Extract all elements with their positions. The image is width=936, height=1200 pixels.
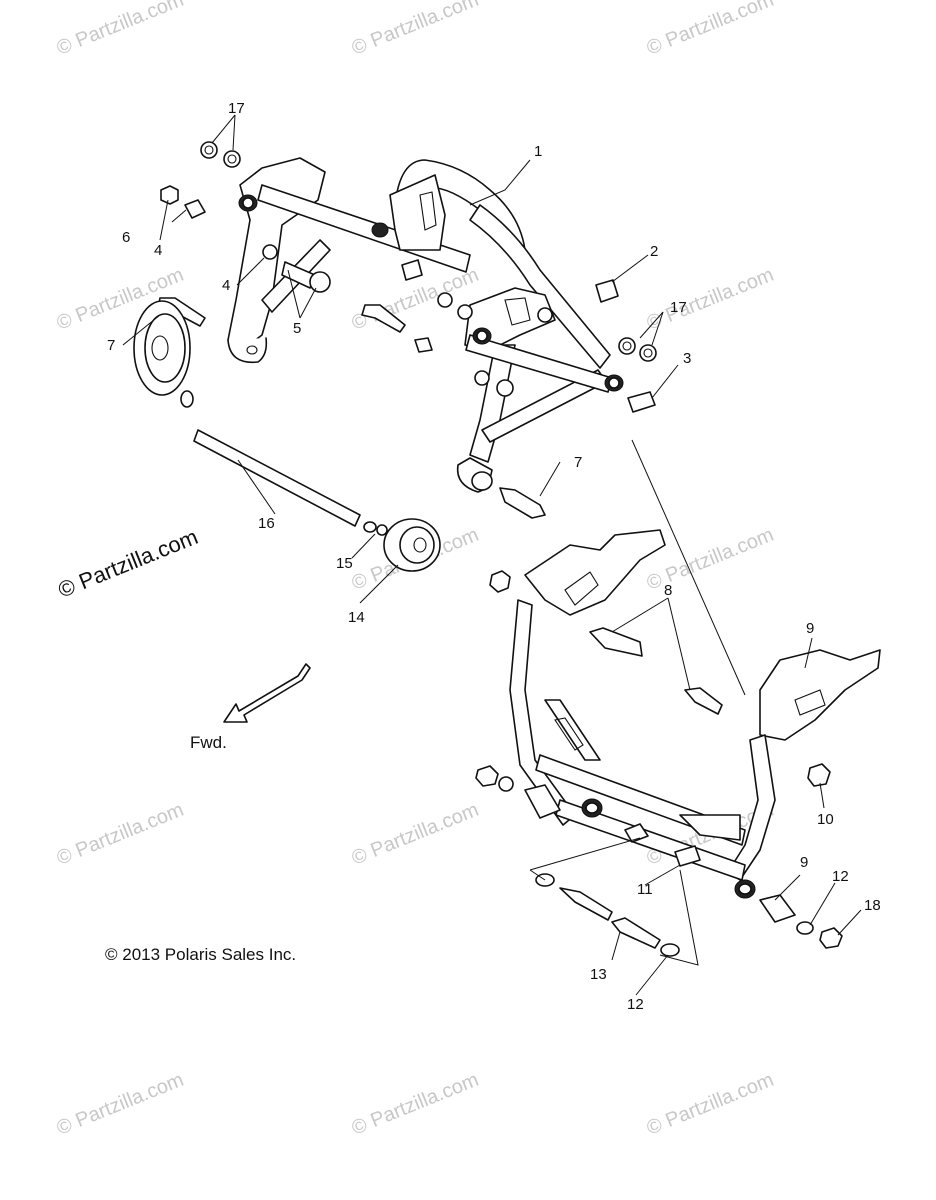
callout-12: 12 bbox=[627, 996, 644, 1013]
watermark: © Partzilla.com bbox=[644, 0, 777, 60]
watermark: © Partzilla.com bbox=[54, 0, 187, 60]
svg-text:© Partzilla.com: © Partzilla.com bbox=[349, 0, 482, 60]
callout-9: 9 bbox=[806, 620, 814, 637]
svg-text:© Partzilla.com: © Partzilla.com bbox=[349, 1069, 482, 1140]
direction-label: Fwd. bbox=[190, 733, 227, 752]
callout-2: 2 bbox=[650, 243, 658, 260]
featured-watermark: © Partzilla.com bbox=[55, 524, 202, 603]
callout-10: 10 bbox=[817, 811, 834, 828]
watermark: © Partzilla.com bbox=[349, 0, 482, 60]
callout-7: 7 bbox=[107, 337, 115, 354]
lower-hardware bbox=[475, 570, 843, 957]
callout-1: 1 bbox=[534, 143, 542, 160]
copyright-text: © 2013 Polaris Sales Inc. bbox=[105, 945, 296, 964]
callout-4: 4 bbox=[222, 277, 230, 294]
callout-18: 18 bbox=[864, 897, 881, 914]
callout-4: 4 bbox=[154, 242, 162, 259]
svg-text:© Partzilla.com: © Partzilla.com bbox=[54, 0, 187, 60]
watermark: © Partzilla.com bbox=[644, 264, 777, 335]
idler-wheel-assembly[interactable] bbox=[133, 300, 441, 572]
svg-text:© Partzilla.com: © Partzilla.com bbox=[54, 1069, 187, 1140]
callout-16: 16 bbox=[258, 515, 275, 532]
callout-5: 5 bbox=[293, 320, 301, 337]
leader-line bbox=[631, 439, 746, 696]
watermark: © Partzilla.com bbox=[54, 1069, 187, 1140]
watermark: © Partzilla.com bbox=[54, 799, 187, 870]
callout-7: 7 bbox=[574, 454, 582, 471]
callout-labels: 1 2 3 4 4 5 6 7 7 8 9 9 10 11 12 12 13 1… bbox=[107, 100, 881, 1013]
forward-arrow-icon bbox=[223, 663, 311, 723]
svg-text:© Partzilla.com: © Partzilla.com bbox=[644, 0, 777, 60]
callout-15: 15 bbox=[336, 555, 353, 572]
svg-text:© Partzilla.com: © Partzilla.com bbox=[55, 524, 202, 603]
svg-text:© Partzilla.com: © Partzilla.com bbox=[349, 799, 482, 870]
svg-text:© Partzilla.com: © Partzilla.com bbox=[644, 264, 777, 335]
callout-17: 17 bbox=[228, 100, 245, 117]
svg-text:© Partzilla.com: © Partzilla.com bbox=[644, 1069, 777, 1140]
callout-6: 6 bbox=[122, 229, 130, 246]
callout-9: 9 bbox=[800, 854, 808, 871]
callout-13: 13 bbox=[590, 966, 607, 983]
watermark: © Partzilla.com bbox=[349, 1069, 482, 1140]
callout-3: 3 bbox=[683, 350, 691, 367]
callout-14: 14 bbox=[348, 609, 365, 626]
callout-11: 11 bbox=[637, 881, 653, 898]
watermark: © Partzilla.com bbox=[644, 1069, 777, 1140]
rear-torque-arm[interactable] bbox=[227, 157, 624, 493]
callout-17: 17 bbox=[670, 299, 687, 316]
leader-lines bbox=[122, 114, 862, 996]
svg-text:© Partzilla.com: © Partzilla.com bbox=[54, 799, 187, 870]
watermark: © Partzilla.com bbox=[349, 799, 482, 870]
callout-12: 12 bbox=[832, 868, 849, 885]
callout-8: 8 bbox=[664, 582, 672, 599]
